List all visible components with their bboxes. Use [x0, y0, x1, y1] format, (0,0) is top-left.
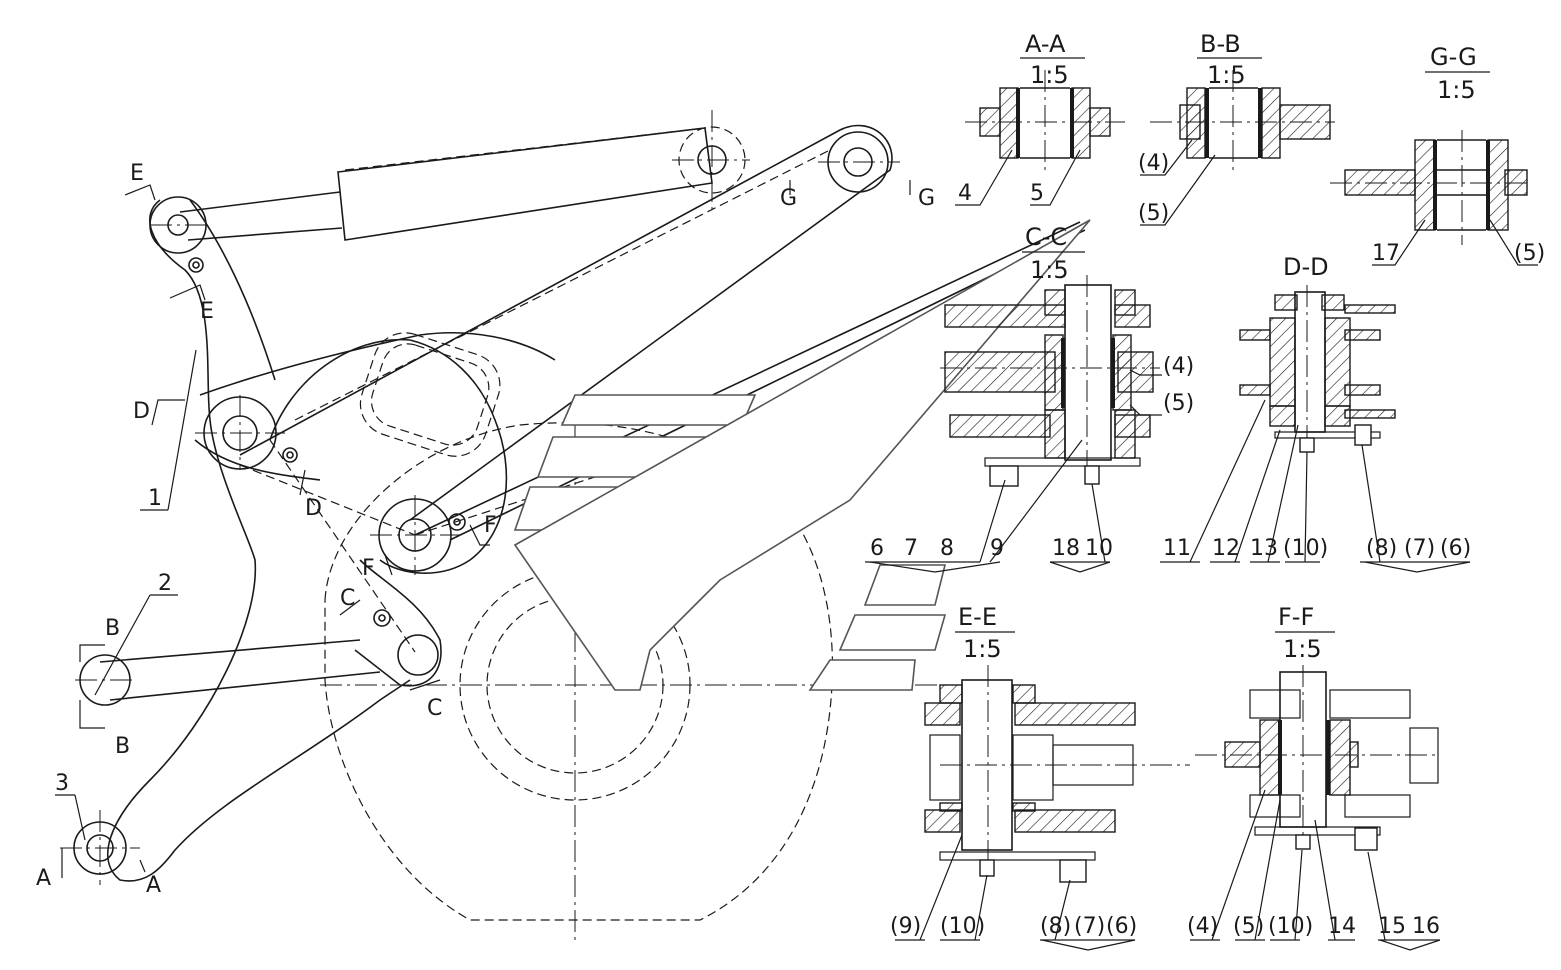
section-d-d-title: D-D	[1283, 253, 1329, 281]
aa-callout-4: 4	[958, 181, 972, 206]
cut-label-b-bottom: B	[115, 734, 130, 759]
ff-callout-4: (4)	[1187, 914, 1218, 939]
cc-callout-18: 18	[1052, 536, 1080, 561]
cut-label-f-right: F	[484, 513, 497, 538]
dd-callout-8: (8)	[1366, 536, 1397, 561]
cut-label-e-bottom: E	[200, 299, 214, 324]
part-label-1: 1	[148, 486, 162, 511]
ee-callout-8: (8)	[1040, 914, 1071, 939]
lower-link	[99, 439, 442, 701]
bb-callout-5: (5)	[1138, 201, 1169, 226]
cut-label-e-top: E	[130, 161, 144, 186]
section-c-c-title: C-C	[1025, 223, 1067, 251]
cc-callout-5: (5)	[1163, 391, 1194, 416]
cut-label-d-top: D	[133, 399, 150, 424]
section-a-a-scale: 1:5	[1030, 61, 1069, 89]
ee-callout-6: (6)	[1106, 914, 1137, 939]
gg-callout-17: 17	[1372, 241, 1400, 266]
cut-label-g-left: G	[780, 186, 797, 211]
section-b-b-title: B-B	[1200, 30, 1241, 58]
cc-callout-7: 7	[904, 536, 918, 561]
cut-label-g-right: G	[918, 186, 935, 211]
cut-markers: E E D D F F C C B B A A G G	[36, 161, 935, 898]
section-c-c: C-C 1:5 (4) (5) 6 7 8	[865, 223, 1194, 573]
section-b-b: B-B 1:5 (4) (5)	[1138, 30, 1335, 226]
ff-callout-14: 14	[1328, 914, 1356, 939]
section-e-e: E-E 1:5 (9) (10) (8) (7) (6)	[890, 603, 1137, 951]
dd-callout-12: 12	[1212, 536, 1240, 561]
cut-label-c-bottom: C	[427, 696, 442, 721]
ee-callout-9: (9)	[890, 914, 921, 939]
part-leaders: 1 2 3	[55, 349, 197, 841]
section-f-f-scale: 1:5	[1283, 635, 1322, 663]
aa-callout-5: 5	[1030, 181, 1044, 206]
ff-callout-16: 16	[1412, 914, 1440, 939]
cut-label-f-left: F	[362, 556, 375, 581]
main-assembly-view: E E D D F F C C B B A A G G 1 2 3	[36, 110, 1190, 945]
watermark-logo	[513, 219, 1091, 691]
section-f-f: F-F 1:5 (4) (5) (10) 14 15	[1187, 603, 1441, 951]
part-label-2: 2	[158, 571, 172, 596]
section-d-d: D-D 11 12 13 (10) (8) (7) (6)	[1160, 253, 1471, 573]
gg-callout-5: (5)	[1514, 241, 1545, 266]
cc-callout-8: 8	[940, 536, 954, 561]
cut-label-a-right: A	[146, 873, 161, 898]
cut-label-b-top: B	[105, 616, 120, 641]
cc-callout-6: 6	[870, 536, 884, 561]
cut-label-d-bottom: D	[305, 496, 322, 521]
section-a-a: A-A 1:5 4 5	[955, 30, 1125, 206]
cut-label-a-left: A	[36, 866, 51, 891]
section-g-g-title: G-G	[1430, 43, 1477, 71]
ee-callout-10: (10)	[940, 914, 985, 939]
section-e-e-scale: 1:5	[963, 635, 1002, 663]
boom-arm	[106, 199, 556, 882]
section-g-g: G-G 1:5 17 (5)	[1330, 43, 1545, 266]
cc-callout-10: 10	[1085, 536, 1113, 561]
section-c-c-scale: 1:5	[1030, 256, 1069, 284]
bell-crank	[269, 332, 508, 574]
dd-callout-13: 13	[1250, 536, 1278, 561]
upper-cylinder	[179, 126, 746, 241]
section-b-b-scale: 1:5	[1207, 61, 1246, 89]
bb-callout-4: (4)	[1138, 151, 1169, 176]
ff-callout-5: (5)	[1233, 914, 1264, 939]
cc-callout-9: 9	[990, 536, 1004, 561]
dd-callout-6: (6)	[1440, 536, 1471, 561]
ff-callout-15: 15	[1378, 914, 1406, 939]
section-a-a-title: A-A	[1025, 30, 1066, 58]
part-label-3: 3	[55, 771, 69, 796]
dd-callout-11: 11	[1163, 536, 1191, 561]
cc-callout-4: (4)	[1163, 354, 1194, 379]
dd-callout-10: (10)	[1283, 536, 1328, 561]
cut-label-c-top: C	[340, 586, 355, 611]
section-g-g-scale: 1:5	[1437, 76, 1476, 104]
section-f-f-title: F-F	[1278, 603, 1314, 631]
section-e-e-title: E-E	[958, 603, 997, 631]
dd-callout-7: (7)	[1404, 536, 1435, 561]
ee-callout-7: (7)	[1074, 914, 1105, 939]
ff-callout-10: (10)	[1268, 914, 1313, 939]
